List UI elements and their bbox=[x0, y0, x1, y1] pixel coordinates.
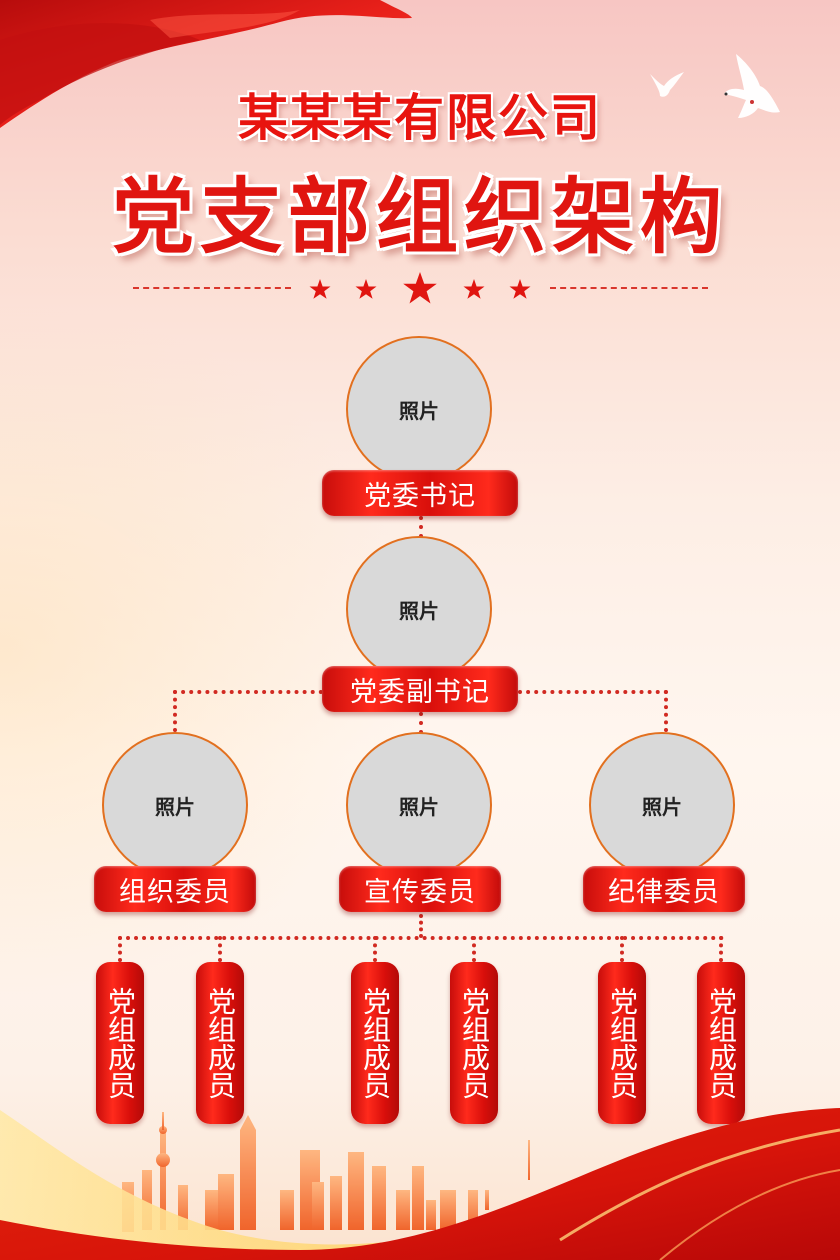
connector-member-1 bbox=[118, 936, 122, 962]
photo-placeholder-organization[interactable]: 照片 bbox=[102, 732, 248, 878]
member-label: 党组成员 bbox=[598, 962, 646, 1124]
connector-to-discipline bbox=[664, 690, 668, 732]
star-row bbox=[309, 272, 531, 304]
connector-member-4 bbox=[472, 936, 476, 962]
member-label: 党组成员 bbox=[450, 962, 498, 1124]
connector-member-6 bbox=[719, 936, 723, 962]
dove-icon bbox=[724, 54, 780, 118]
role-label-organization: 组织委员 bbox=[94, 866, 256, 912]
dove-icon bbox=[650, 72, 684, 97]
divider-left bbox=[133, 287, 291, 289]
member-label: 党组成员 bbox=[196, 962, 244, 1124]
star-icon bbox=[355, 279, 377, 299]
member-label: 党组成员 bbox=[697, 962, 745, 1124]
photo-placeholder-deputy[interactable]: 照片 bbox=[346, 536, 492, 682]
role-label-publicity: 宣传委员 bbox=[339, 866, 501, 912]
city-skyline-icon bbox=[0, 1108, 840, 1260]
connector-deputy-left bbox=[173, 690, 323, 694]
member-label: 党组成员 bbox=[96, 962, 144, 1124]
photo-label: 照片 bbox=[399, 794, 439, 819]
connector-to-organization bbox=[173, 690, 177, 732]
page-title: 党支部组织架构 bbox=[111, 170, 728, 265]
role-label-discipline: 纪律委员 bbox=[583, 866, 745, 912]
star-icon bbox=[509, 279, 531, 299]
photo-label: 照片 bbox=[155, 794, 195, 819]
photo-placeholder-secretary[interactable]: 照片 bbox=[346, 336, 492, 482]
connector-members-bar bbox=[118, 936, 724, 940]
photo-label: 照片 bbox=[399, 598, 439, 623]
role-label-secretary: 党委书记 bbox=[322, 470, 518, 516]
photo-placeholder-publicity[interactable]: 照片 bbox=[346, 732, 492, 878]
divider-right bbox=[550, 287, 708, 289]
connector-secretary-deputy bbox=[419, 516, 423, 538]
star-icon bbox=[309, 279, 331, 299]
connector-deputy-right bbox=[518, 690, 668, 694]
photo-placeholder-discipline[interactable]: 照片 bbox=[589, 732, 735, 878]
connector-committee-members bbox=[419, 914, 423, 938]
role-label-deputy: 党委副书记 bbox=[322, 666, 518, 712]
company-name: 某某某有限公司 bbox=[238, 89, 602, 147]
star-icon bbox=[463, 279, 485, 299]
connector-member-3 bbox=[373, 936, 377, 962]
connector-member-2 bbox=[218, 936, 222, 962]
connector-member-5 bbox=[620, 936, 624, 962]
photo-label: 照片 bbox=[399, 398, 439, 423]
photo-label: 照片 bbox=[642, 794, 682, 819]
connector-to-publicity bbox=[419, 712, 423, 734]
red-flag-icon bbox=[0, 0, 412, 128]
member-label: 党组成员 bbox=[351, 962, 399, 1124]
star-icon bbox=[403, 272, 437, 304]
